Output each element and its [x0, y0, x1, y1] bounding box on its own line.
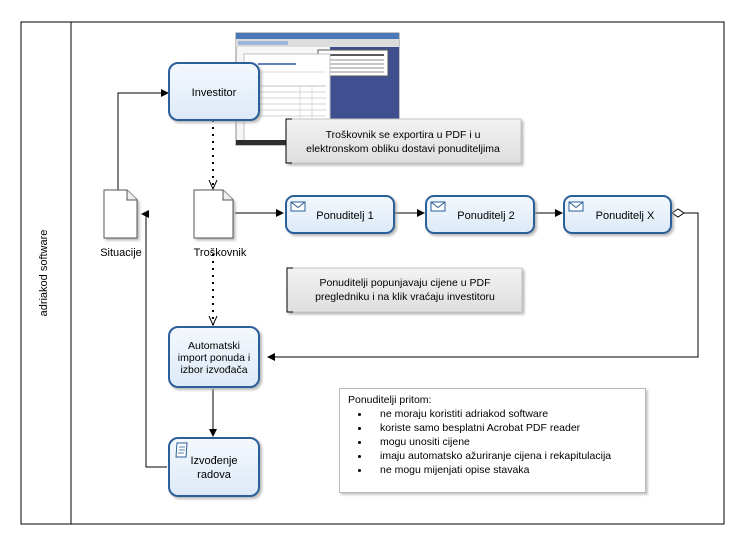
task-izvodenje-line1: Izvođenje: [190, 455, 237, 467]
notes-item: ne mogu mijenjati opise stavaka: [370, 463, 637, 477]
document-icon: [103, 189, 138, 239]
scroll-icon: [175, 442, 188, 458]
task-ponuditelj-1-label: Ponuditelj 1: [316, 210, 374, 222]
document-troskovnik[interactable]: Troškovnik: [193, 189, 247, 259]
annotation-popunjavaju-line1: Ponuditelji popunjavaju cijene u PDF: [319, 277, 490, 289]
task-ponuditelj-2[interactable]: Ponuditelj 2: [425, 195, 535, 234]
envelope-icon: [568, 201, 584, 212]
task-investitor-label: Investitor: [192, 87, 237, 99]
annotation-popunjavaju-line2: pregledniku i na klik vraćaju investitor…: [315, 291, 495, 303]
flow-izvodenje-situacije: [141, 210, 167, 468]
document-icon: [193, 189, 234, 239]
annotation-export-line1: Troškovnik se exportira u PDF i u: [326, 129, 481, 141]
notes-box: Ponuditelji pritom: ne moraju koristiti …: [339, 388, 646, 493]
task-ponuditelj-x-label: Ponuditelj X: [596, 210, 655, 222]
task-import-line2: import ponuda i: [178, 352, 250, 364]
notes-item: koriste samo besplatni Acrobat PDF reade…: [370, 421, 637, 435]
task-ponuditelj-x[interactable]: Ponuditelj X: [563, 195, 672, 234]
annotation-export: Troškovnik se exportira u PDF i u elektr…: [285, 118, 522, 164]
envelope-icon: [430, 201, 446, 212]
document-troskovnik-label: Troškovnik: [194, 247, 247, 259]
task-import-line3: izbor izvođača: [180, 364, 247, 376]
flow-situacije-investitor: [117, 89, 169, 190]
envelope-icon: [290, 201, 306, 212]
notes-item: ne moraju koristiti adriakod software: [370, 407, 637, 421]
document-situacije[interactable]: Situacije: [100, 189, 142, 259]
notes-list: ne moraju koristiti adriakod software ko…: [348, 407, 637, 477]
task-izvodenje-radova[interactable]: Izvođenje radova: [168, 437, 260, 497]
pool-label: adriakod software: [38, 230, 50, 317]
notes-item: mogu unositi cijene: [370, 435, 637, 449]
task-investitor[interactable]: Investitor: [168, 62, 260, 121]
task-ponuditelj-1[interactable]: Ponuditelj 1: [285, 195, 395, 234]
document-situacije-label: Situacije: [100, 247, 142, 259]
annotation-popunjavaju: Ponuditelji popunjavaju cijene u PDF pre…: [286, 267, 523, 313]
task-izvodenje-line2: radova: [197, 469, 232, 481]
notes-title: Ponuditelji pritom:: [348, 394, 432, 406]
notes-item: imaju automatsko ažuriranje cijena i rek…: [370, 449, 637, 463]
annotation-export-line2: elektronskom obliku dostavi ponuditeljim…: [306, 143, 500, 155]
flow-ponuditeljx-import: [267, 212, 699, 361]
task-import-line1: Automatski: [188, 340, 240, 352]
task-automatski-import[interactable]: Automatski import ponuda i izbor izvođač…: [168, 326, 260, 388]
task-ponuditelj-2-label: Ponuditelj 2: [457, 210, 515, 222]
